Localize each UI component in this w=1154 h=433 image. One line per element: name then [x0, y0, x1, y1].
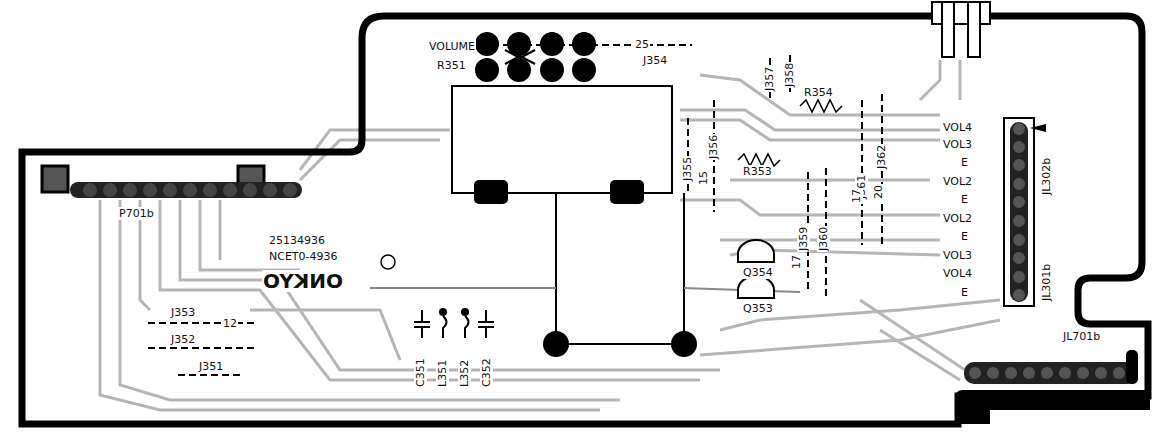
mounting-bracket [955, 390, 1150, 424]
part-label: VOL4 [942, 267, 973, 280]
part-label: VOL2 [942, 175, 973, 188]
part-label: E [960, 156, 969, 169]
part-label: JL701b [1062, 330, 1101, 343]
board-outline [22, 16, 1148, 424]
part-label: J360 [817, 226, 830, 252]
part-label: E [960, 193, 969, 206]
part-label: E [960, 286, 969, 299]
part-label: L352 [458, 359, 471, 388]
part-label: VOL3 [942, 249, 973, 262]
part-label: ONKYO [262, 270, 344, 292]
part-label: R353 [742, 165, 773, 178]
part-label: J354 [642, 54, 668, 67]
part-label: J362 [875, 144, 888, 170]
part-label: JL302b [1040, 157, 1053, 196]
part-label: J352 [170, 333, 196, 346]
part-label: J355 [681, 156, 694, 182]
part-label: J357 [763, 66, 776, 92]
part-label: C352 [480, 357, 493, 388]
part-label: 17 [790, 254, 803, 270]
jumper-wires [148, 45, 882, 375]
part-label: J356 [707, 134, 720, 160]
part-label: J359 [797, 226, 810, 252]
ul-mark [381, 255, 395, 269]
part-label: J358 [783, 62, 796, 88]
part-label: VOL3 [942, 138, 973, 151]
part-label: J353 [170, 306, 196, 319]
part-label: 15 [697, 170, 710, 186]
part-label: R354 [803, 86, 834, 99]
part-label: R351 [436, 59, 467, 72]
part-label: J351 [198, 360, 224, 373]
trace [370, 288, 800, 292]
capacitor-inductor-symbols [414, 310, 494, 338]
part-label: VOL4 [942, 121, 973, 134]
volume-pot-body [452, 50, 684, 344]
volume-pot-pads [474, 32, 697, 357]
part-label: 17 [850, 188, 863, 204]
part-label: 25134936 [268, 234, 326, 247]
part-label: 12 [222, 317, 238, 330]
inductor-pads [439, 308, 469, 316]
part-label: 20 [872, 184, 885, 200]
part-label: P701b [118, 207, 155, 220]
part-label: VOLUME [428, 40, 476, 53]
part-label: L351 [436, 359, 449, 388]
part-label: E [960, 230, 969, 243]
part-label: NCET0-4936 [268, 250, 339, 263]
part-label: JL301b [1040, 263, 1053, 302]
part-label: Q354 [742, 266, 774, 279]
jl701b-connector [964, 350, 1138, 384]
top-bracket [932, 2, 990, 57]
part-label: 25 [634, 38, 650, 51]
transistor-symbol [738, 240, 774, 298]
p701b-connector [42, 166, 302, 198]
part-label: VOL2 [942, 212, 973, 225]
part-label: Q353 [742, 302, 774, 315]
part-label: C351 [414, 357, 427, 388]
resistor-symbol [738, 100, 842, 166]
copper-traces [100, 60, 1000, 410]
